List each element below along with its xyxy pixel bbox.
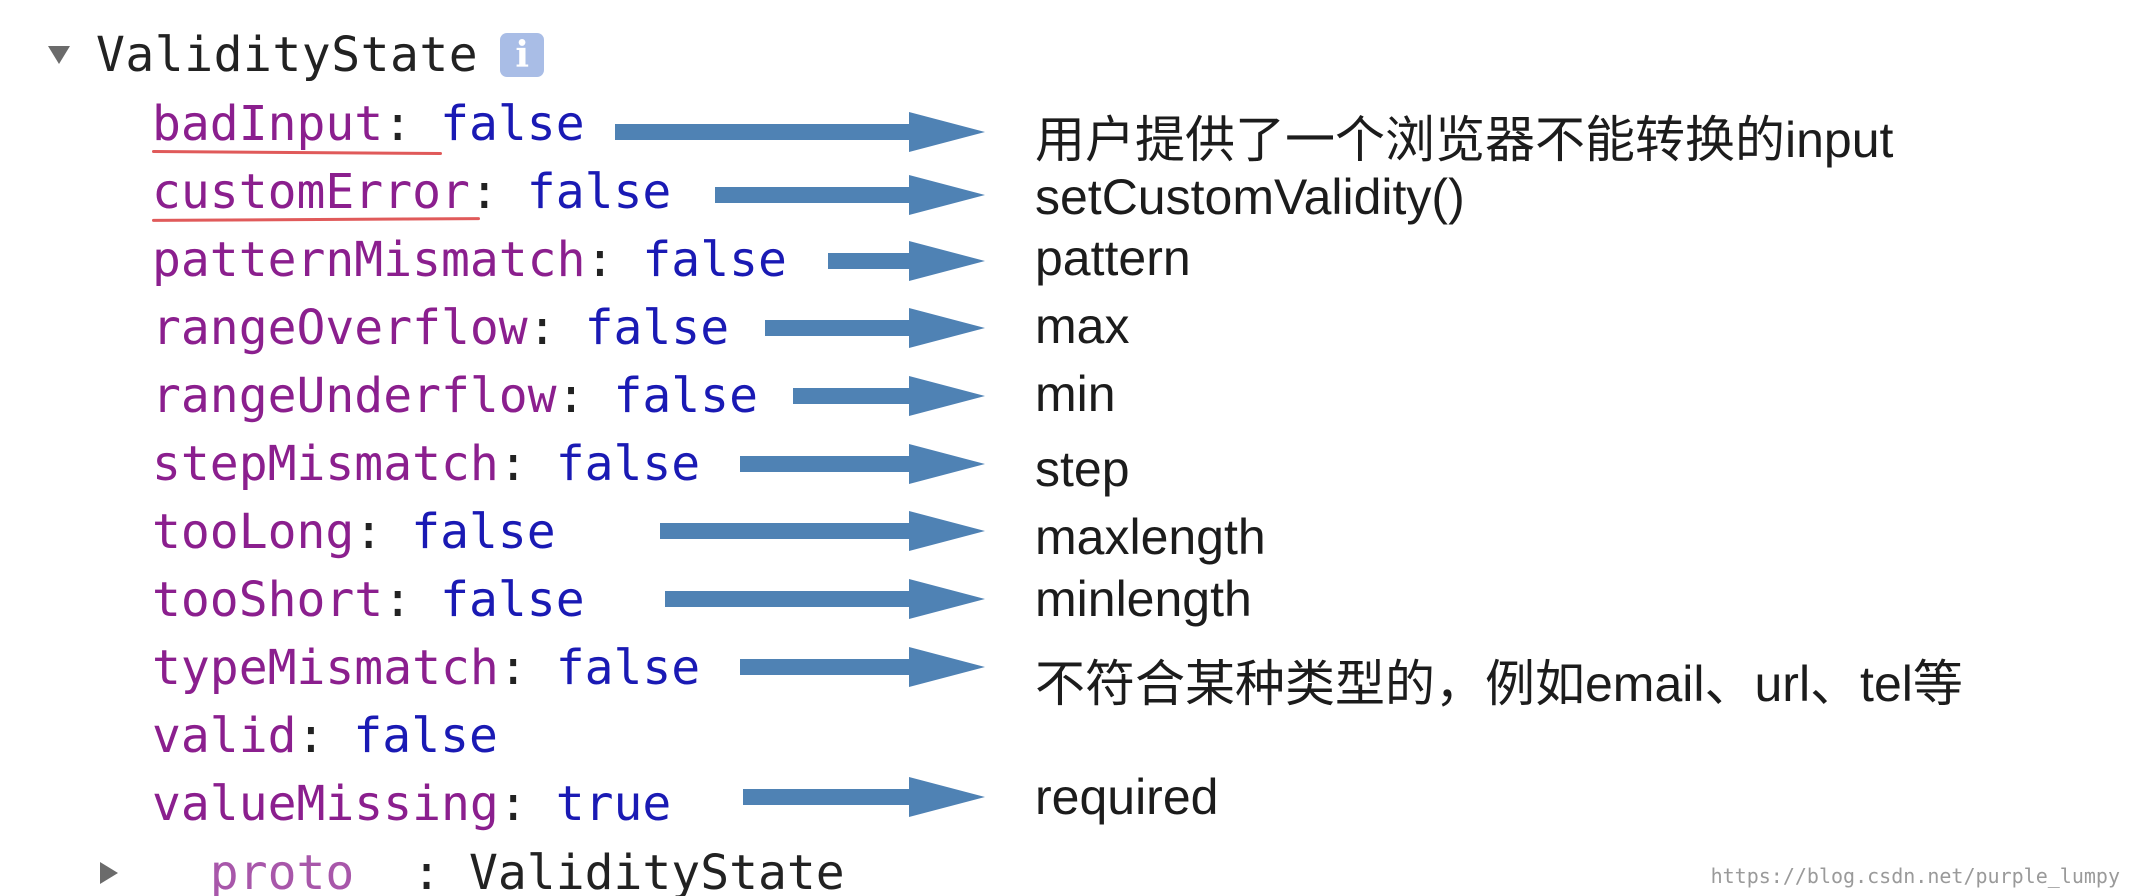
object-name: ValidityState bbox=[96, 27, 479, 83]
proto-key: __proto__ bbox=[152, 845, 413, 896]
info-icon[interactable]: i bbox=[500, 33, 545, 77]
property-value: false bbox=[526, 164, 672, 220]
annotation-text: pattern bbox=[1035, 230, 1191, 286]
property-value: false bbox=[584, 300, 730, 356]
annotation-text: step bbox=[1035, 441, 1130, 497]
colon: : bbox=[296, 708, 326, 764]
colon: : bbox=[556, 368, 586, 424]
annotation-text: maxlength bbox=[1035, 509, 1266, 565]
property-value: true bbox=[555, 776, 672, 832]
colon: : bbox=[412, 845, 441, 896]
property-key: typeMismatch bbox=[152, 640, 499, 696]
annotation-text: min bbox=[1035, 366, 1116, 422]
annotation-text: setCustomValidity() bbox=[1035, 169, 1465, 225]
property-value: false bbox=[353, 708, 498, 764]
property-value: false bbox=[613, 368, 758, 424]
colon: : bbox=[383, 572, 413, 628]
property-key: valid bbox=[152, 708, 297, 764]
annotation-text: max bbox=[1035, 298, 1130, 354]
arrow-icon bbox=[828, 241, 985, 281]
annotation-text: minlength bbox=[1035, 571, 1252, 627]
property-row-stepmismatch[interactable]: stepMismatch: false bbox=[152, 433, 700, 495]
property-key: patternMismatch bbox=[152, 232, 586, 288]
validitystate-header[interactable]: ValidityState i bbox=[48, 24, 545, 86]
proto-row[interactable]: __proto__: ValidityState bbox=[100, 842, 845, 896]
property-value: false bbox=[642, 232, 787, 288]
arrow-icon bbox=[765, 308, 985, 348]
property-key: rangeOverflow bbox=[152, 300, 528, 356]
property-row-toolong[interactable]: tooLong: false bbox=[152, 501, 556, 563]
property-value: false bbox=[440, 96, 585, 152]
property-value: false bbox=[555, 436, 701, 492]
property-row-badinput[interactable]: badInput: false bbox=[152, 93, 585, 155]
colon: : bbox=[354, 504, 384, 560]
property-key: tooLong bbox=[152, 504, 355, 560]
property-row-tooshort[interactable]: tooShort: false bbox=[152, 569, 585, 631]
property-row-patternmismatch[interactable]: patternMismatch: false bbox=[152, 229, 787, 291]
property-key: stepMismatch bbox=[152, 436, 499, 492]
colon: : bbox=[585, 232, 615, 288]
property-value: false bbox=[411, 504, 556, 560]
arrow-icon bbox=[740, 444, 985, 484]
colon: : bbox=[498, 640, 528, 696]
property-row-customerror[interactable]: customError: false bbox=[152, 161, 671, 223]
property-key: customError bbox=[152, 164, 470, 220]
arrow-icon bbox=[615, 112, 985, 152]
arrow-icon bbox=[660, 511, 985, 551]
annotation-text: 不符合某种类型的，例如email、url、tel等 bbox=[1035, 656, 1963, 712]
colon: : bbox=[498, 776, 528, 832]
arrow-icon bbox=[665, 579, 985, 619]
property-row-valuemissing[interactable]: valueMissing: true bbox=[152, 773, 671, 835]
colon: : bbox=[527, 300, 557, 356]
expand-triangle-icon[interactable] bbox=[100, 862, 118, 884]
arrow-icon bbox=[743, 777, 985, 817]
arrow-icon bbox=[793, 376, 985, 416]
property-row-typemismatch[interactable]: typeMismatch: false bbox=[152, 637, 700, 699]
proto-value: ValidityState bbox=[469, 845, 845, 896]
property-key: valueMissing bbox=[152, 776, 499, 832]
watermark-url: https://blog.csdn.net/purple_lumpy bbox=[1710, 864, 2120, 888]
colon: : bbox=[383, 96, 413, 152]
colon: : bbox=[469, 164, 499, 220]
annotation-text: 用户提供了一个浏览器不能转换的input bbox=[1035, 112, 1894, 168]
property-value: false bbox=[555, 640, 701, 696]
property-row-valid[interactable]: valid: false bbox=[152, 705, 498, 767]
property-value: false bbox=[440, 572, 585, 628]
annotation-text: required bbox=[1035, 769, 1219, 825]
colon: : bbox=[498, 436, 528, 492]
arrow-icon bbox=[740, 647, 985, 687]
property-row-rangeunderflow[interactable]: rangeUnderflow: false bbox=[152, 365, 758, 427]
property-row-rangeoverflow[interactable]: rangeOverflow: false bbox=[152, 297, 729, 359]
arrow-icon bbox=[715, 175, 985, 215]
property-key: rangeUnderflow bbox=[152, 368, 557, 424]
property-key: badInput bbox=[152, 96, 384, 152]
property-key: tooShort bbox=[152, 572, 384, 628]
expand-triangle-icon[interactable] bbox=[48, 46, 70, 64]
